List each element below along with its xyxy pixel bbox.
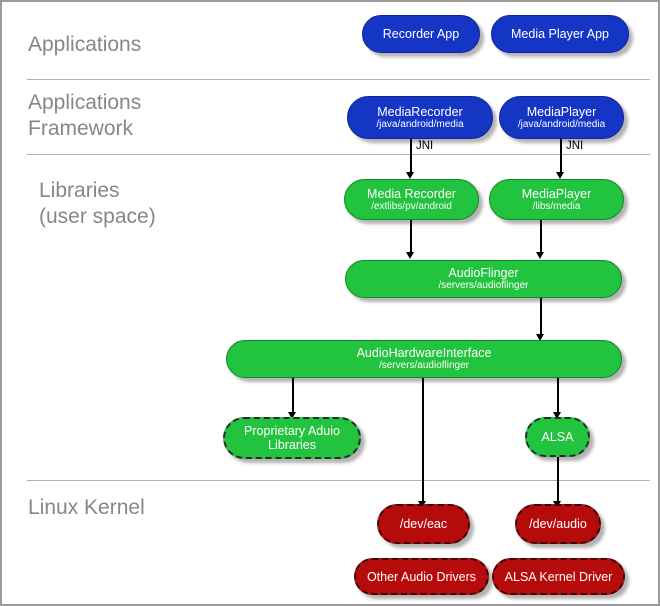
node-recorder-app[interactable]: Recorder App bbox=[362, 15, 480, 53]
edge-media-recorder-to-audioflinger bbox=[410, 220, 412, 254]
edge-jni-right bbox=[560, 139, 562, 174]
divider-framework bbox=[27, 154, 650, 155]
node-media-player-framework[interactable]: MediaPlayer /java/android/media bbox=[499, 96, 624, 139]
divider-applications bbox=[27, 79, 650, 80]
node-subtitle: /servers/audioflinger bbox=[378, 360, 470, 371]
node-title: MediaRecorder bbox=[377, 104, 463, 119]
node-title: AudioFlinger bbox=[448, 266, 519, 280]
node-title: Recorder App bbox=[382, 27, 460, 41]
edge-jni-left-arrowhead bbox=[406, 172, 414, 179]
divider-kernel bbox=[27, 480, 650, 481]
section-label-linux-kernel: Linux Kernel bbox=[28, 496, 145, 519]
node-dev-audio[interactable]: /dev/audio bbox=[515, 504, 601, 544]
node-title: Media Player App bbox=[511, 27, 609, 41]
edge-label-jni-left: JNI bbox=[416, 140, 434, 152]
edge-ahi-to-proprietary-libraries bbox=[292, 378, 294, 414]
node-title-line2: Libraries bbox=[268, 438, 316, 452]
node-other-audio-drivers[interactable]: Other Audio Drivers bbox=[354, 558, 489, 595]
edge-media-player-to-audioflinger-arrowhead bbox=[536, 252, 544, 259]
node-subtitle: /extlibs/pv/android bbox=[371, 200, 452, 212]
node-title: Media Recorder bbox=[367, 186, 456, 201]
node-title: Other Audio Drivers bbox=[366, 569, 477, 584]
node-subtitle: /servers/audioflinger bbox=[438, 280, 529, 291]
edge-audioflinger-to-audiohardwareinterface bbox=[540, 298, 542, 336]
edge-jni-left bbox=[410, 139, 412, 174]
node-media-player-app[interactable]: Media Player App bbox=[491, 15, 629, 53]
section-label-applications: Applications bbox=[28, 33, 142, 56]
node-title: MediaPlayer bbox=[521, 186, 592, 201]
node-subtitle: /java/android/media bbox=[376, 118, 464, 130]
edge-alsa-to-dev-audio bbox=[557, 457, 559, 503]
node-media-recorder-library[interactable]: Media Recorder /extlibs/pv/android bbox=[344, 179, 479, 220]
edge-media-player-to-audioflinger bbox=[540, 220, 542, 254]
node-dev-eac[interactable]: /dev/eac bbox=[377, 504, 470, 544]
node-proprietary-audio-libraries[interactable]: Proprietary Aduio Libraries bbox=[223, 417, 361, 459]
node-title: ALSA Kernel Driver bbox=[504, 569, 613, 584]
node-title: /dev/audio bbox=[529, 517, 587, 531]
node-audio-hardware-interface[interactable]: AudioHardwareInterface /servers/audiofli… bbox=[226, 340, 622, 378]
node-title: MediaPlayer bbox=[526, 104, 597, 119]
node-subtitle: /libs/media bbox=[532, 200, 581, 212]
section-label-libraries: Libraries(user space) bbox=[39, 179, 156, 228]
edge-jni-right-arrowhead bbox=[556, 172, 564, 179]
edge-ahi-to-alsa bbox=[557, 378, 559, 414]
node-title: Proprietary Aduio bbox=[244, 424, 340, 438]
edge-label-jni-right: JNI bbox=[566, 140, 584, 152]
node-alsa-kernel-driver[interactable]: ALSA Kernel Driver bbox=[492, 558, 625, 595]
edge-ahi-to-proprietary-libraries-arrowhead bbox=[288, 412, 296, 419]
node-audio-flinger[interactable]: AudioFlinger /servers/audioflinger bbox=[345, 260, 622, 298]
edge-media-recorder-to-audioflinger-arrowhead bbox=[406, 252, 414, 259]
node-alsa[interactable]: ALSA bbox=[525, 417, 590, 457]
node-title: AudioHardwareInterface bbox=[356, 346, 492, 360]
node-media-recorder-framework[interactable]: MediaRecorder /java/android/media bbox=[347, 96, 493, 139]
edge-ahi-to-dev-eac bbox=[422, 378, 424, 503]
edge-ahi-to-alsa-arrowhead bbox=[553, 412, 561, 419]
node-title: /dev/eac bbox=[399, 517, 448, 531]
node-title: ALSA bbox=[541, 430, 574, 444]
edge-audioflinger-to-audiohardwareinterface-arrowhead bbox=[536, 334, 544, 341]
node-subtitle: /java/android/media bbox=[517, 118, 606, 130]
node-media-player-library[interactable]: MediaPlayer /libs/media bbox=[489, 179, 624, 220]
